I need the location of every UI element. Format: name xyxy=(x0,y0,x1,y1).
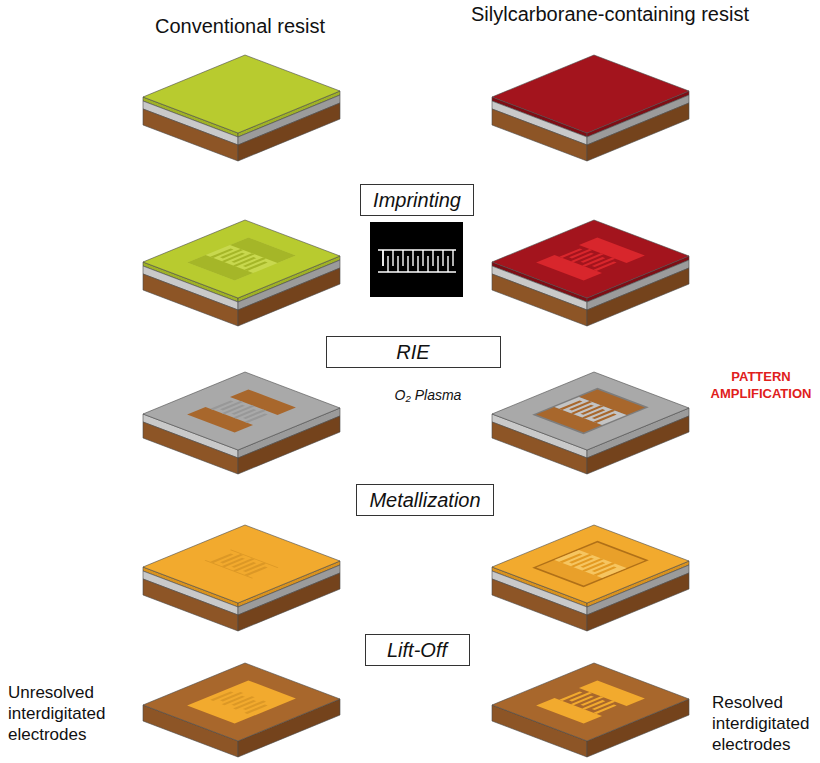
etched-stack xyxy=(143,372,340,474)
column-header: Conventional resist xyxy=(90,14,390,38)
resist-stack xyxy=(143,55,340,161)
step-box: RIE xyxy=(326,336,501,368)
process-note: O₂ Plasma xyxy=(378,386,478,404)
imprinted-stack xyxy=(143,220,340,326)
resist-stack xyxy=(492,55,689,161)
step-box: Lift-Off xyxy=(365,634,470,666)
step-box: Imprinting xyxy=(360,184,474,216)
step-box: Metallization xyxy=(356,484,493,516)
step-label: RIE xyxy=(339,340,488,364)
step-label: Metallization xyxy=(369,488,480,512)
stamp-mold xyxy=(370,222,463,297)
result-label: Resolved interdigitated electrodes xyxy=(712,692,816,755)
electrode-chip xyxy=(492,663,689,757)
result-label: Unresolved interdigitated electrodes xyxy=(8,682,133,745)
metallized-stack xyxy=(143,525,340,631)
etched-stack xyxy=(492,372,689,474)
step-label: Imprinting xyxy=(373,188,461,212)
step-label: Lift-Off xyxy=(378,638,457,662)
imprinted-stack xyxy=(492,220,689,326)
metallized-stack xyxy=(492,525,689,631)
electrode-chip xyxy=(143,663,340,757)
highlight-note: PATTERN AMPLIFICATION xyxy=(706,368,816,402)
column-header: Silylcarborane-containing resist xyxy=(470,2,750,26)
